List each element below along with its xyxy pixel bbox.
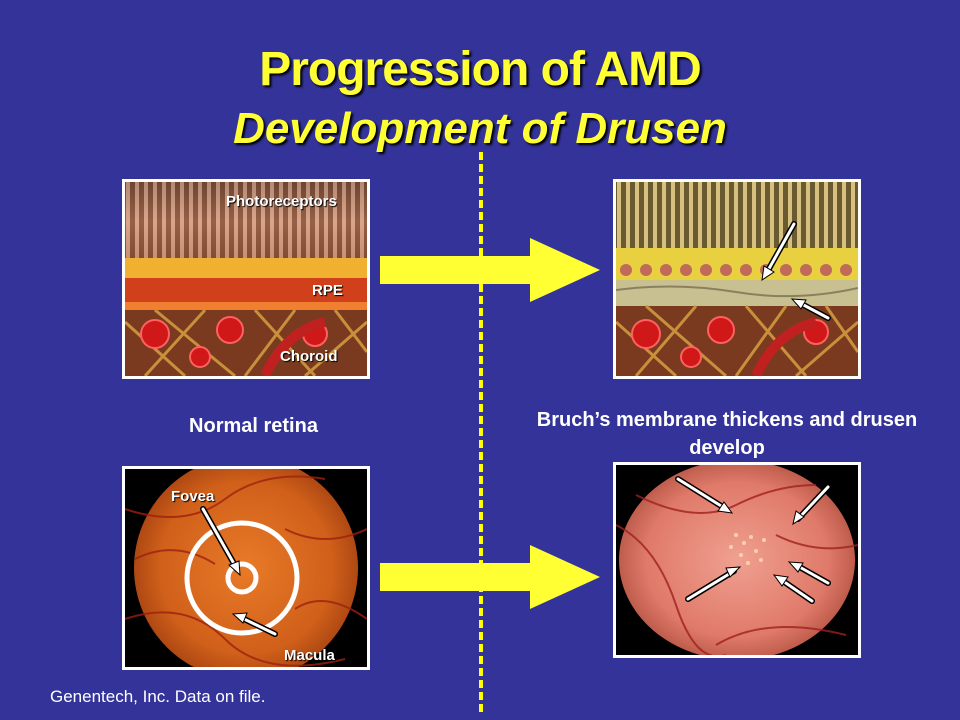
- fovea-label: Fovea: [171, 488, 215, 505]
- macula-label: Macula: [284, 647, 335, 664]
- choroid-label: Choroid: [280, 348, 338, 365]
- progression-arrow-top: [380, 238, 600, 302]
- fundus-normal-illustration: [125, 469, 367, 667]
- slide-title: Progression of AMD: [259, 43, 702, 96]
- progression-arrow-bottom: [380, 545, 600, 609]
- photoreceptors-label: Photoreceptors: [226, 193, 337, 210]
- retina-layers-illustration: [125, 182, 367, 376]
- slide-subtitle: Development of Drusen: [233, 104, 727, 153]
- rpe-label: RPE: [312, 282, 343, 299]
- drusen-layers-illustration: [616, 182, 858, 376]
- normal-fundus-photo: Fovea Macula: [122, 466, 370, 670]
- normal-retina-cross-section: Photoreceptors RPE Choroid: [122, 179, 370, 379]
- footer-source: Genentech, Inc. Data on file.: [50, 687, 266, 706]
- dashed-divider: [479, 152, 483, 712]
- drusen-cross-section: [613, 179, 861, 379]
- normal-retina-caption: Normal retina: [189, 415, 318, 437]
- bruch-membrane-caption: Bruch’s membrane thickens and drusen dev…: [536, 409, 918, 459]
- fundus-drusen-illustration: [616, 465, 858, 655]
- drusen-fundus-photo: [613, 462, 861, 658]
- pointer-arrows: [761, 221, 831, 321]
